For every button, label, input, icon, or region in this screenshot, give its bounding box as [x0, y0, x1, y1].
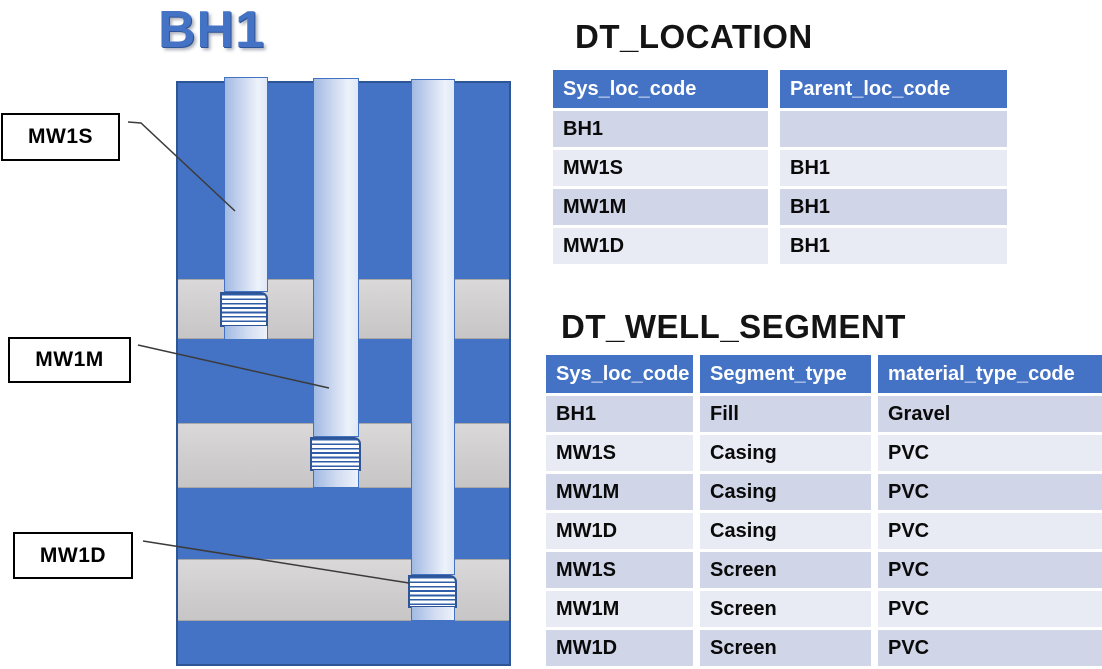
dt-location-cell: BH1	[553, 111, 768, 147]
dt-well-segment-title: DT_WELL_SEGMENT	[561, 308, 906, 345]
well-screen-mw1s	[220, 292, 268, 327]
dt-well-segment-cell: Gravel	[878, 396, 1102, 432]
label-mw1m-text: MW1M	[35, 348, 104, 371]
dt-well-segment-cell: MW1S	[546, 552, 693, 588]
well-casing-mw1s	[224, 77, 268, 292]
label-mw1d-text: MW1D	[39, 543, 107, 567]
dt-location-header-parent-loc-code: Parent_loc_code	[780, 70, 1007, 108]
dt-well-segment-cell: MW1M	[546, 474, 693, 510]
dt-well-segment-cell: MW1D	[546, 630, 693, 666]
label-mw1d: MW1D	[13, 532, 133, 579]
dt-well-segment-cell: Casing	[700, 474, 871, 510]
dt-location-cell: MW1D	[553, 228, 768, 264]
dt-location-cell: MW1S	[553, 150, 768, 186]
well-casing-mw1m	[313, 78, 359, 437]
dt-location-title: DT_LOCATION	[575, 18, 813, 55]
dt-well-segment-table: Sys_loc_code Segment_type material_type_…	[546, 355, 1102, 666]
dt-well-segment-cell: PVC	[878, 630, 1102, 666]
dt-well-segment-cell: PVC	[878, 591, 1102, 627]
dt-location-cell: BH1	[780, 150, 1007, 186]
label-mw1s: MW1S	[1, 113, 120, 161]
dt-well-segment-cell: PVC	[878, 513, 1102, 549]
dt-location-table: Sys_loc_code Parent_loc_code BH1 MW1S BH…	[553, 70, 1007, 264]
label-mw1s-text: MW1S	[28, 125, 93, 148]
well-sump-mw1m	[313, 470, 359, 488]
dt-well-segment-cell: Fill	[700, 396, 871, 432]
dt-well-segment-cell: Casing	[700, 435, 871, 471]
dt-location-header-sys-loc-code: Sys_loc_code	[553, 70, 768, 108]
label-mw1m: MW1M	[8, 337, 131, 383]
dt-well-segment-cell: PVC	[878, 474, 1102, 510]
dt-location-cell: MW1M	[553, 189, 768, 225]
dt-well-segment-cell: PVC	[878, 552, 1102, 588]
dt-well-segment-cell: PVC	[878, 435, 1102, 471]
dt-well-segment-cell: Screen	[700, 630, 871, 666]
dt-well-segment-cell: Screen	[700, 552, 871, 588]
dt-location-cell	[780, 111, 1007, 147]
dt-well-segment-cell: MW1D	[546, 513, 693, 549]
soil-layer-gray-3	[178, 559, 509, 621]
well-screen-mw1m	[310, 437, 361, 471]
dt-location-cell: BH1	[780, 189, 1007, 225]
well-screen-mw1d	[408, 575, 457, 608]
dt-well-segment-header-sys-loc-code: Sys_loc_code	[546, 355, 693, 393]
dt-well-segment-cell: Screen	[700, 591, 871, 627]
dt-well-segment-cell: MW1S	[546, 435, 693, 471]
well-sump-mw1d	[411, 607, 455, 621]
dt-location-cell: BH1	[780, 228, 1007, 264]
dt-well-segment-header-material-type-code: material_type_code	[878, 355, 1102, 393]
dt-well-segment-cell: Casing	[700, 513, 871, 549]
borehole-title: BH1	[158, 1, 266, 59]
well-sump-mw1s	[224, 326, 268, 340]
dt-well-segment-cell: BH1	[546, 396, 693, 432]
dt-well-segment-cell: MW1M	[546, 591, 693, 627]
dt-well-segment-header-segment-type: Segment_type	[700, 355, 871, 393]
well-casing-mw1d	[411, 79, 455, 575]
